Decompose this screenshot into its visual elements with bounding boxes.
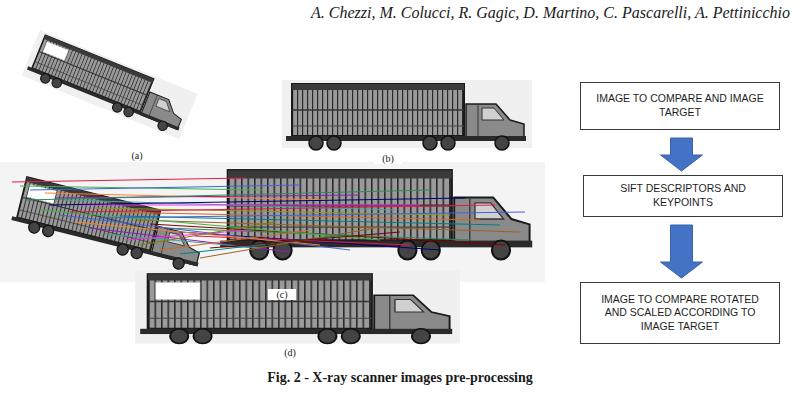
process-box: IMAGE TO COMPARE AND IMAGE TARGET [580, 82, 780, 130]
xray-image-d [135, 270, 460, 344]
author-line: A. Chezzi, M. Colucci, R. Gagic, D. Mart… [150, 4, 790, 22]
process-box: IMAGE TO COMPARE ROTATED AND SCALED ACCO… [580, 282, 780, 344]
process-box: SIFT DESCRIPTORS AND KEYPOINTS [583, 175, 783, 217]
box-text: IMAGE TO COMPARE AND IMAGE TARGET [589, 92, 771, 119]
panel-letter: (c) [268, 289, 296, 300]
match-lines [12, 178, 525, 258]
image-frame [0, 162, 545, 282]
figure-caption: Fig. 2 - X-ray scanner images pre-proces… [140, 370, 660, 386]
match-line [200, 228, 375, 258]
panel-letter: (b) [374, 153, 402, 164]
xray-image-b [282, 80, 532, 150]
match-line [160, 230, 310, 250]
panel-letter: (a) [123, 150, 151, 161]
match-line [90, 228, 290, 252]
box-text: IMAGE TO COMPARE ROTATED AND SCALED ACCO… [589, 293, 771, 334]
match-line [80, 205, 420, 206]
block-arrow [661, 225, 703, 278]
match-line [12, 178, 245, 182]
match-line [125, 230, 250, 240]
match-line [135, 220, 520, 232]
match-line [100, 212, 525, 218]
match-line [70, 205, 495, 212]
match-line [140, 222, 275, 245]
match-line [180, 232, 440, 250]
match-line [25, 190, 430, 200]
xray-image-a [22, 30, 198, 139]
match-line [210, 232, 400, 248]
match-line [60, 215, 350, 250]
panel-letter: (d) [276, 347, 304, 358]
match-line [50, 198, 465, 205]
match-line [30, 185, 300, 190]
xray-image-c [0, 162, 545, 282]
box-text: SIFT DESCRIPTORS AND KEYPOINTS [592, 182, 774, 209]
block-arrow [661, 138, 703, 171]
